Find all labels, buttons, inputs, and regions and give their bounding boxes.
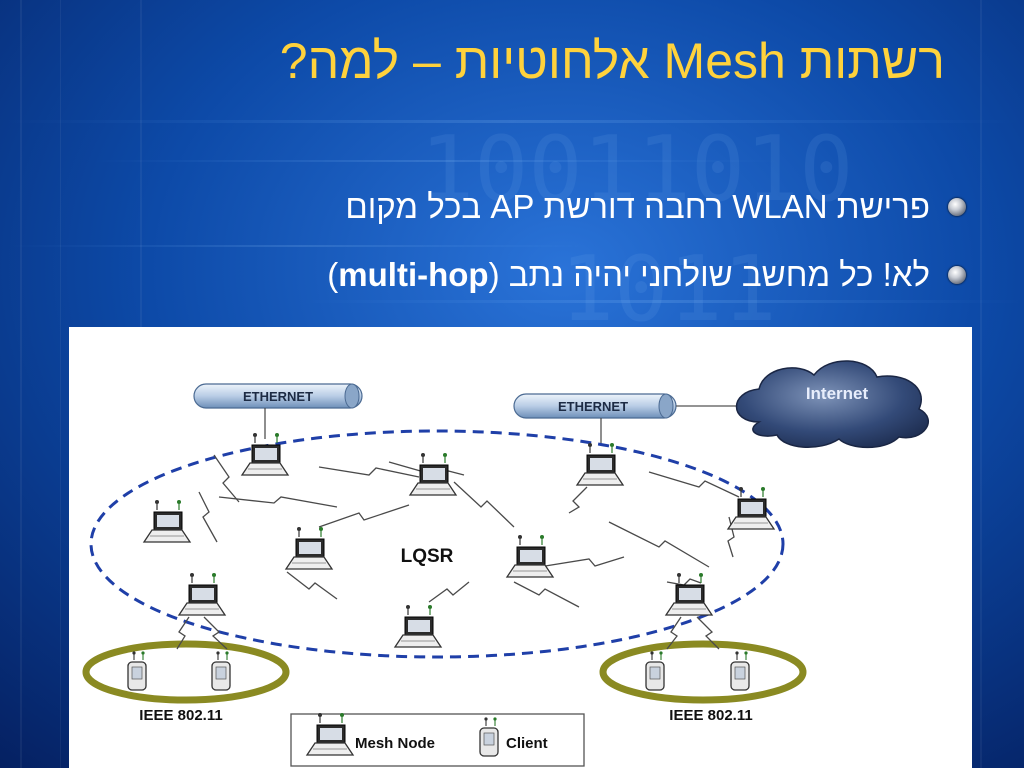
client-ring-right	[599, 640, 807, 704]
bullet-icon	[948, 198, 966, 216]
ethernet-pipe-right: ETHERNET	[513, 393, 677, 419]
internet-label: Internet	[806, 384, 869, 403]
mesh-node-icon	[394, 604, 442, 648]
legend-mesh-node-label: Mesh Node	[355, 735, 435, 752]
client-icon	[645, 650, 665, 691]
mesh-node-icon	[506, 534, 554, 578]
bullet-1: פרישת WLAN רחבה דורשת AP בכל מקום	[66, 187, 966, 227]
lqsr-label: LQSR	[401, 546, 454, 567]
bullet-2: לא! כל מחשב שולחני יהיה נתב (multi-hop)	[66, 255, 966, 295]
client-icon	[127, 650, 147, 691]
legend: Mesh Node Client	[290, 712, 585, 767]
mesh-node-icon	[285, 526, 333, 570]
mesh-node-icon	[241, 432, 289, 476]
ieee-left-label: IEEE 802.11	[139, 707, 222, 724]
client-icon	[730, 650, 750, 691]
internet-cloud-icon: Internet	[735, 360, 929, 449]
bullet-icon	[948, 266, 966, 284]
ethernet-left-label: ETHERNET	[243, 389, 313, 404]
svg-text:1011: 1011	[560, 237, 777, 342]
mesh-node-icon	[409, 452, 457, 496]
mesh-node-icon	[576, 442, 624, 486]
mesh-node-icon	[143, 499, 191, 543]
mesh-node-icon	[178, 572, 226, 616]
mesh-ring	[89, 429, 785, 659]
slide-title: רשתות Mesh אלחוטיות – למה?	[279, 33, 945, 89]
bullet-2-text: לא! כל מחשב שולחני יהיה נתב (multi-hop)	[327, 256, 930, 293]
bullet-1-text: פרישת WLAN רחבה דורשת AP בכל מקום	[345, 188, 930, 225]
client-icon	[211, 650, 231, 691]
svg-text:10011010: 10011010	[420, 117, 853, 222]
ieee-right-label: IEEE 802.11	[669, 707, 752, 724]
legend-client-label: Client	[506, 735, 548, 752]
ethernet-right-label: ETHERNET	[558, 399, 628, 414]
mesh-network-diagram: ETHERNET ETHERNET Internet	[69, 327, 972, 768]
ethernet-pipe-left: ETHERNET	[193, 383, 363, 409]
client-ring-left	[82, 640, 290, 704]
